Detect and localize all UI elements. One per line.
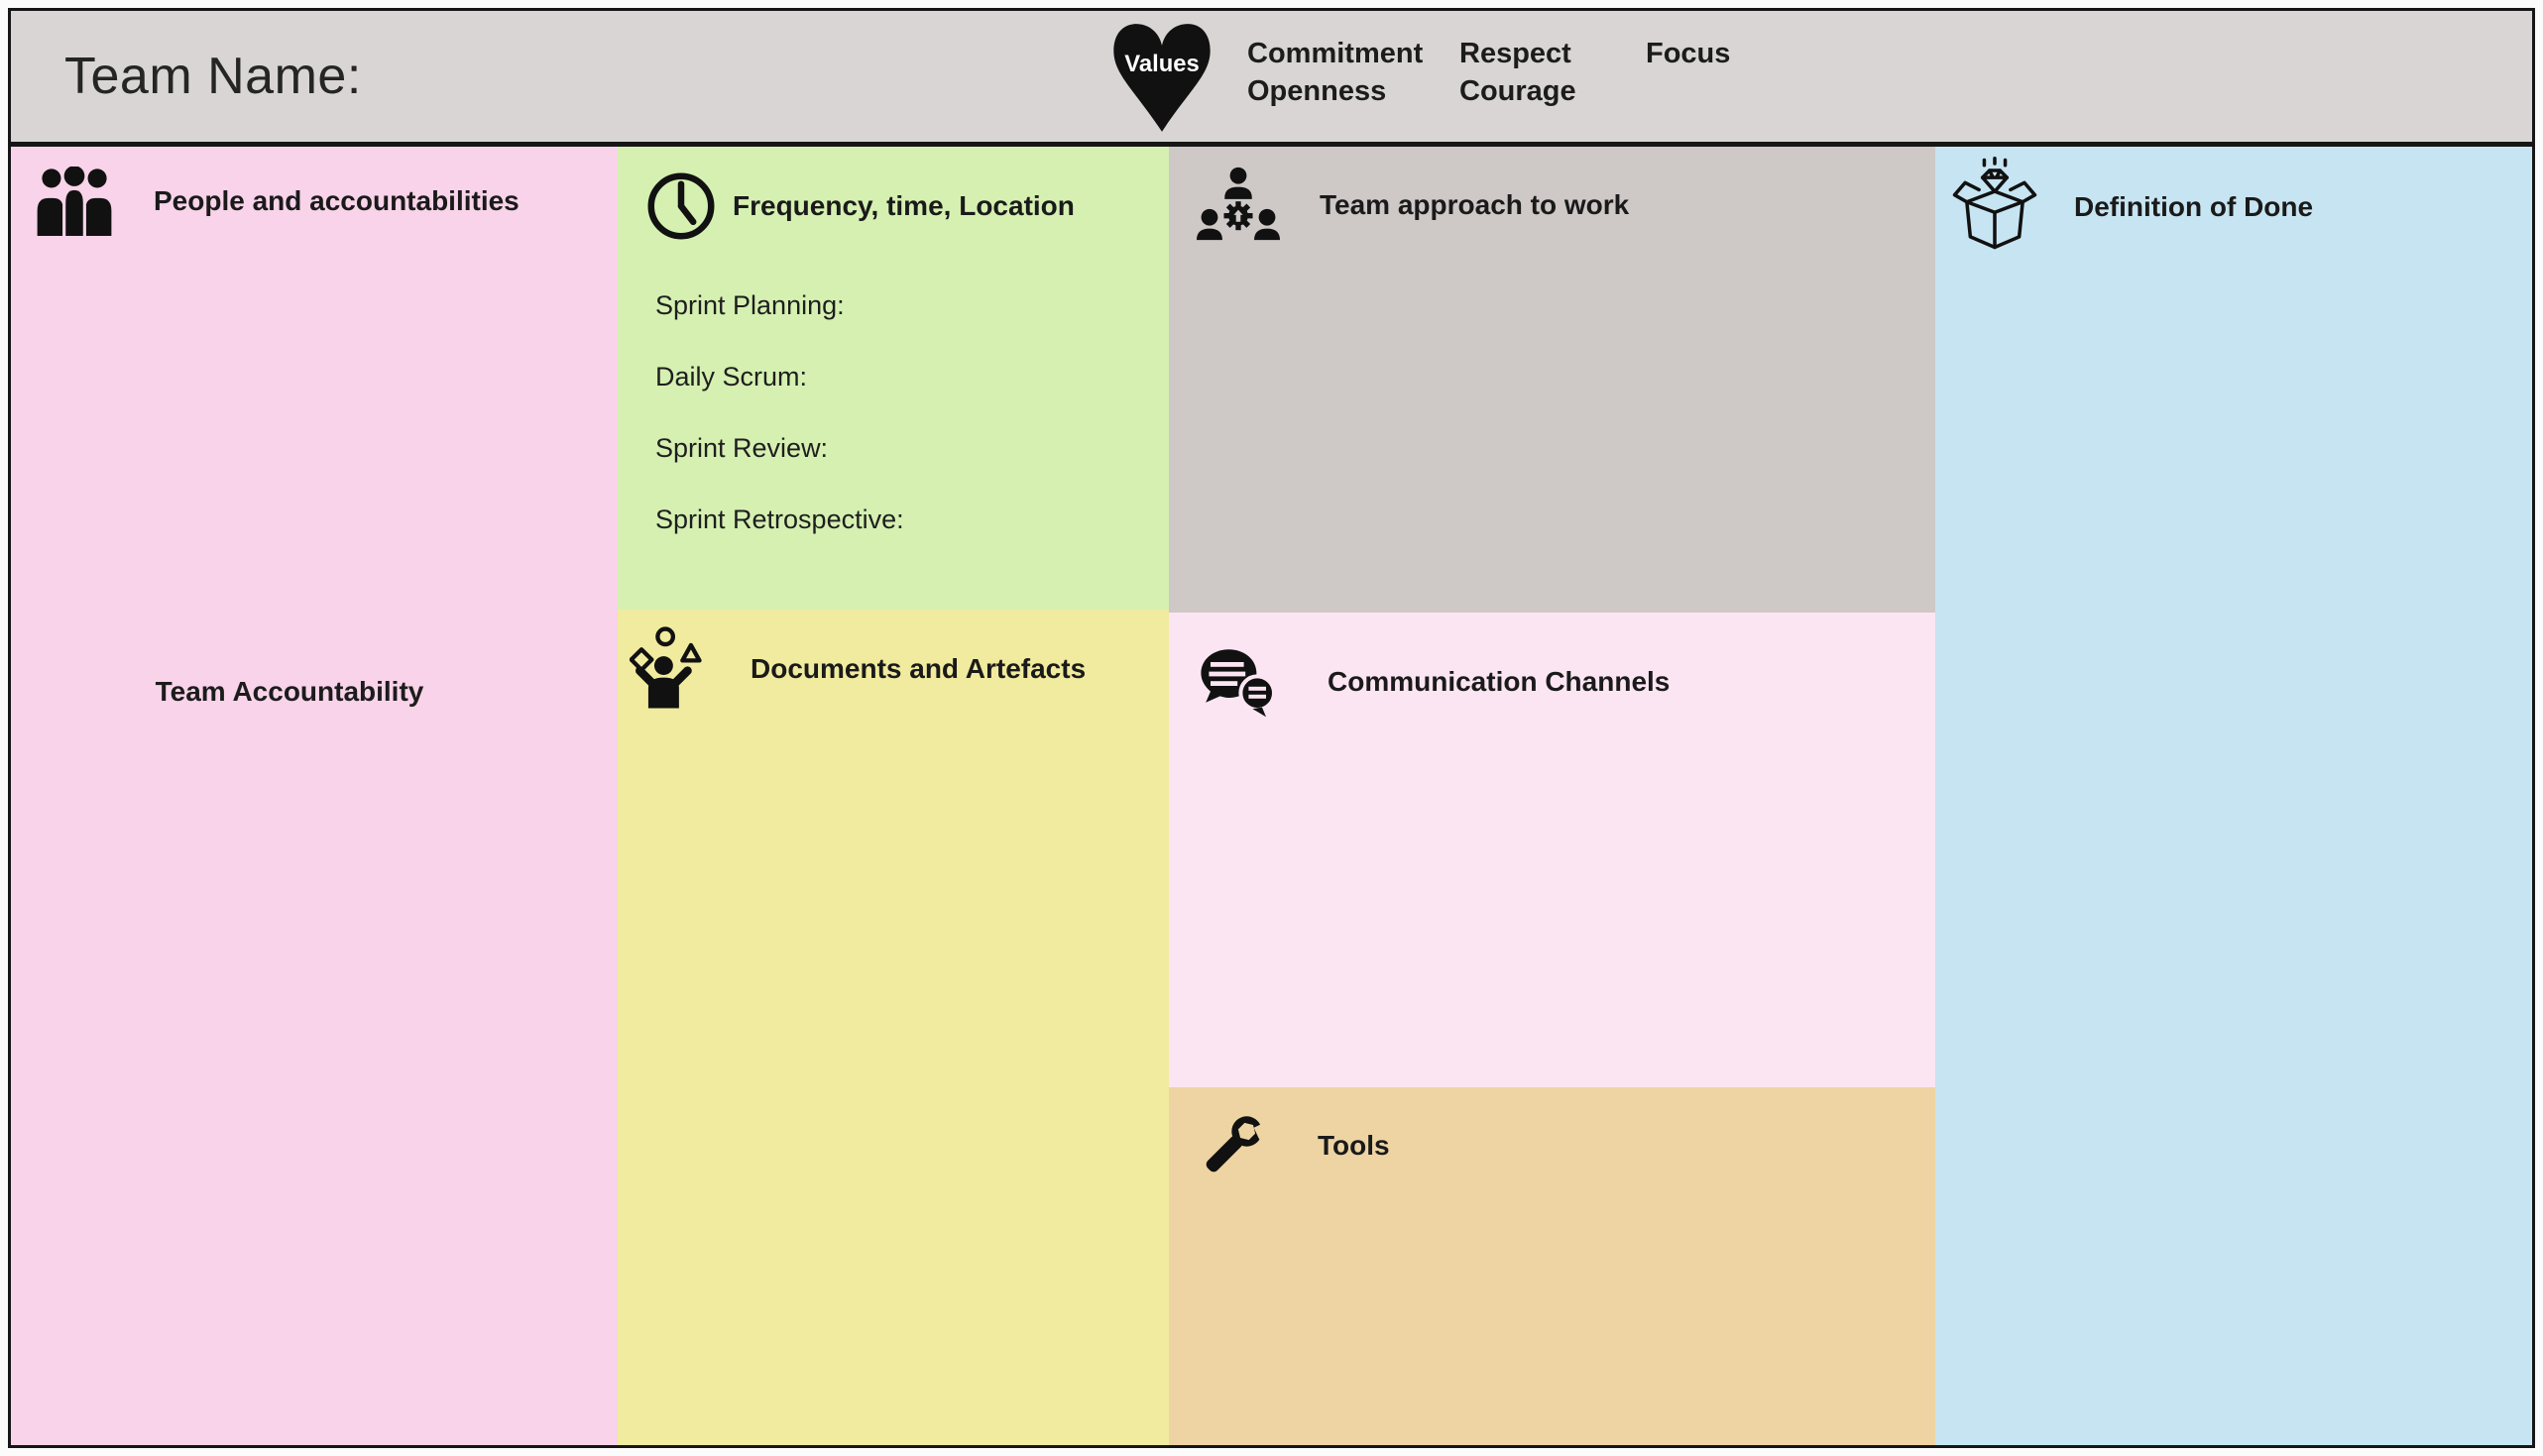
column-approach-communication-tools: Team approach to work [1169,147,1935,1445]
section-frequency[interactable]: Frequency, time, Location Sprint Plannin… [618,147,1169,610]
wrench-icon [1206,1116,1269,1173]
header-bar: Team Name: Values Commitment Openness Re… [11,11,2532,147]
column-frequency-documents: Frequency, time, Location Sprint Plannin… [618,147,1169,1445]
sprint-review-label[interactable]: Sprint Review: [655,433,829,463]
speech-bubbles-icon [1201,649,1276,718]
value-focus: Focus [1646,38,1731,69]
open-box-diamond-icon [1952,156,2037,250]
column-definition-of-done: Definition of Done [1935,147,2532,1445]
juggler-icon [630,626,702,709]
section-definition-of-done[interactable]: Definition of Done [1935,147,2532,1445]
section-title-definition-of-done: Definition of Done [2074,191,2314,222]
section-people-accountabilities[interactable]: People and accountabilities Team Account… [11,147,618,1445]
section-title-frequency: Frequency, time, Location [733,190,1075,221]
canvas-grid: People and accountabilities Team Account… [11,147,2532,1445]
people-group-icon [37,167,112,236]
team-gear-icon [1197,167,1280,241]
section-tools[interactable]: Tools [1169,1087,1935,1445]
section-title-documents: Documents and Artefacts [751,653,1087,684]
section-title-communication: Communication Channels [1328,666,1671,697]
value-courage: Courage [1459,75,1576,107]
column-people: People and accountabilities Team Account… [11,147,618,1445]
team-accountability-label[interactable]: Team Accountability [155,676,424,707]
section-communication[interactable]: Communication Channels [1169,613,1935,1087]
section-approach[interactable]: Team approach to work [1169,147,1935,613]
section-title-people: People and accountabilities [154,185,520,216]
sprint-retrospective-label[interactable]: Sprint Retrospective: [655,504,904,534]
values-group-2: Respect Courage [1459,35,1576,110]
clock-icon [647,172,715,240]
values-group-3: Focus [1646,35,1730,72]
values-badge-label: Values [1124,51,1199,77]
section-documents[interactable]: Documents and Artefacts [618,610,1169,1445]
values-heart-icon: Values [1103,21,1220,136]
sprint-planning-label[interactable]: Sprint Planning: [655,290,845,320]
section-title-tools: Tools [1318,1130,1390,1161]
daily-scrum-label[interactable]: Daily Scrum: [655,362,808,392]
section-title-approach: Team approach to work [1320,189,1630,220]
value-commitment: Commitment [1247,38,1424,69]
value-respect: Respect [1459,38,1571,69]
frequency-items: Sprint Planning: Daily Scrum: Sprint Rev… [655,287,1169,537]
team-canvas: Team Name: Values Commitment Openness Re… [8,8,2535,1448]
team-name-label[interactable]: Team Name: [64,48,362,105]
value-openness: Openness [1247,75,1387,107]
values-group-1: Commitment Openness [1247,35,1423,110]
